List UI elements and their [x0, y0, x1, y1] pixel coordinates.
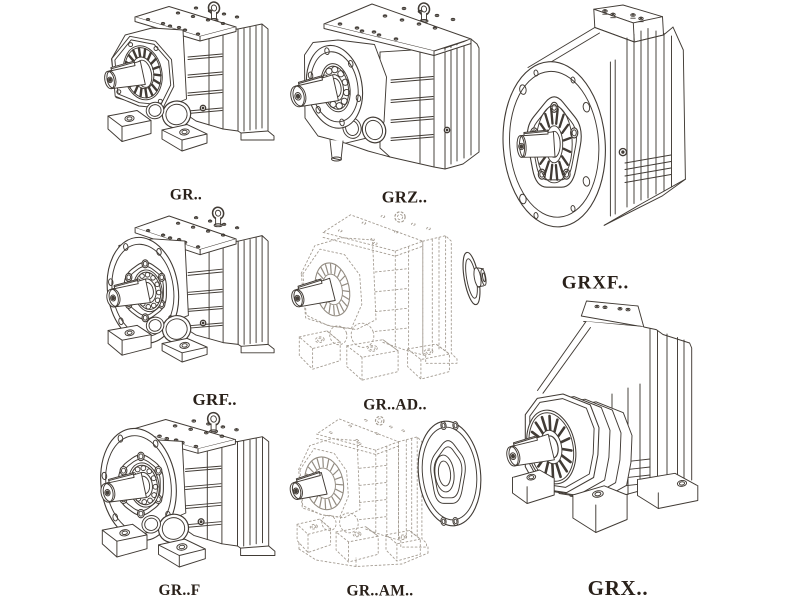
svg-text:GR..: GR..: [170, 187, 202, 204]
svg-text:GR..AD..: GR..AD..: [363, 397, 427, 414]
svg-text:GR..AM..: GR..AM..: [347, 583, 414, 600]
svg-text:GR..F: GR..F: [159, 582, 201, 599]
svg-text:GRZ..: GRZ..: [382, 188, 428, 207]
svg-text:GRF..: GRF..: [193, 390, 237, 409]
svg-text:GRXF..: GRXF..: [562, 273, 630, 294]
svg-text:GRX..: GRX..: [588, 576, 649, 600]
